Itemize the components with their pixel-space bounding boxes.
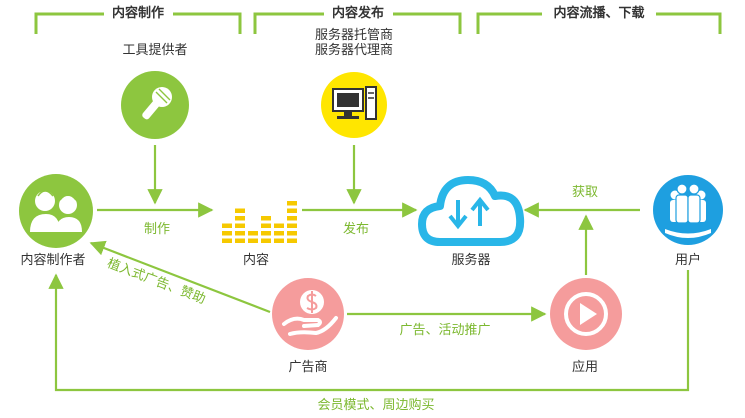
equalizer-bar-segment bbox=[261, 231, 271, 236]
equalizer-bar-segment bbox=[261, 223, 271, 228]
equalizer-bar-segment bbox=[287, 208, 297, 213]
user-node bbox=[653, 175, 723, 245]
edge-label-make: 制作 bbox=[143, 222, 171, 237]
header-distribution: 内容流播、下载 bbox=[553, 6, 645, 21]
tool-provider-node bbox=[121, 71, 189, 139]
equalizer-bar-segment bbox=[222, 231, 232, 236]
equalizer-bar-segment bbox=[222, 238, 232, 243]
user-label: 用户 bbox=[674, 253, 702, 268]
server-hosting-label-line1: 服务器托管商 bbox=[314, 28, 394, 43]
content-creator-node bbox=[19, 174, 93, 248]
header-publishing: 内容发布 bbox=[331, 6, 385, 21]
computer-icon bbox=[332, 86, 377, 120]
equalizer-bar-segment bbox=[235, 238, 245, 243]
play-icon bbox=[564, 292, 608, 336]
content-creator-label: 内容制作者 bbox=[20, 253, 86, 268]
content-label: 内容 bbox=[242, 253, 270, 268]
header-bracket-publishing bbox=[253, 12, 462, 34]
equalizer-bar-segment bbox=[274, 223, 284, 228]
equalizer-bar-segment bbox=[248, 238, 258, 243]
edge-label-membership: 会员模式、周边购买 bbox=[317, 398, 435, 413]
equalizer-bars-icon bbox=[222, 201, 297, 243]
server-node bbox=[418, 176, 525, 246]
cloud-updown-icon bbox=[418, 176, 525, 246]
header-bracket-distribution bbox=[476, 12, 722, 34]
equalizer-bar-segment bbox=[287, 231, 297, 236]
equalizer-bar-segment bbox=[235, 231, 245, 236]
equalizer-bar-segment bbox=[274, 231, 284, 236]
server-label: 服务器 bbox=[451, 253, 491, 268]
equalizer-bar-segment bbox=[261, 238, 271, 243]
equalizer-bar-segment bbox=[235, 216, 245, 221]
header-bracket-production bbox=[34, 12, 242, 34]
server-hosting-label-line2: 服务器代理商 bbox=[314, 42, 394, 58]
server-hosting-label: 服务器托管商 服务器代理商 bbox=[314, 28, 394, 59]
equalizer-bar-segment bbox=[235, 208, 245, 213]
equalizer-bar-segment bbox=[287, 201, 297, 206]
content-node bbox=[222, 201, 297, 243]
equalizer-bar-segment bbox=[287, 223, 297, 228]
group-icon bbox=[665, 183, 711, 238]
money-hand-icon bbox=[282, 290, 338, 336]
people-icon bbox=[30, 190, 82, 232]
edge-label-publish: 发布 bbox=[342, 222, 370, 237]
tool-provider-label: 工具提供者 bbox=[122, 43, 188, 58]
microphone-icon bbox=[142, 87, 172, 120]
app-label: 应用 bbox=[571, 360, 599, 375]
advertiser-label: 广告商 bbox=[288, 360, 328, 375]
equalizer-bar-segment bbox=[274, 238, 284, 243]
arrow-advertiser-to-creator bbox=[89, 240, 271, 314]
arrow-user-to-creator bbox=[48, 270, 690, 392]
equalizer-bar-segment bbox=[287, 216, 297, 221]
edge-label-obtain: 获取 bbox=[571, 185, 599, 200]
equalizer-bar-segment bbox=[222, 223, 232, 228]
app-node bbox=[550, 278, 622, 350]
equalizer-bar-segment bbox=[287, 238, 297, 243]
server-hosting-node bbox=[321, 72, 387, 138]
header-production: 内容制作 bbox=[111, 6, 165, 21]
equalizer-bar-segment bbox=[235, 223, 245, 228]
equalizer-bar-segment bbox=[248, 231, 258, 236]
advertiser-node bbox=[272, 278, 344, 350]
equalizer-bar-segment bbox=[261, 216, 271, 221]
edge-label-promote: 广告、活动推广 bbox=[399, 323, 491, 338]
